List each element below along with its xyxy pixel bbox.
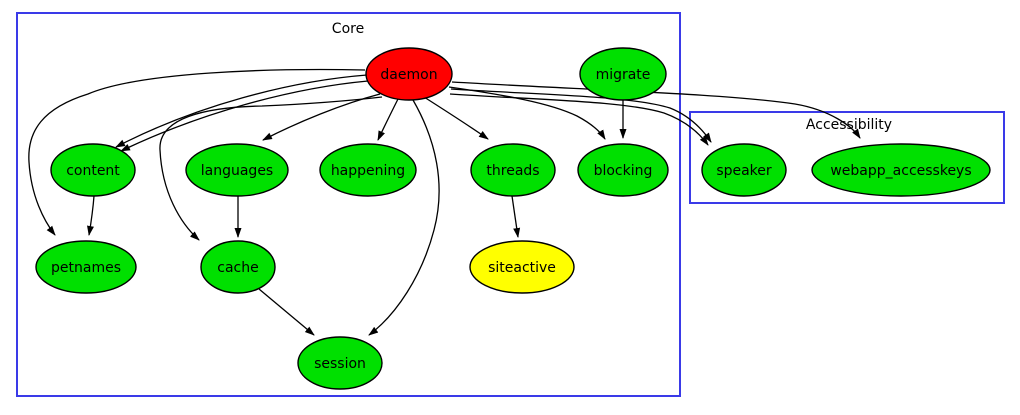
- node-cache-label: cache: [217, 260, 258, 276]
- node-siteactive-ellipse: [469, 240, 575, 294]
- node-cache: cache: [200, 240, 276, 294]
- edge-daemon-threads: [423, 96, 489, 140]
- edge-cache-session: [258, 288, 315, 336]
- core-cluster-border: [16, 12, 681, 397]
- node-webapp-accesskeys-label: webapp_accesskeys: [830, 163, 971, 179]
- edge-daemon-speaker-2: [450, 88, 712, 143]
- edge-daemon-content-1: [115, 74, 368, 148]
- edge-daemon-happening: [377, 98, 399, 141]
- node-siteactive: siteactive: [469, 240, 575, 294]
- node-content-ellipse: [50, 143, 136, 197]
- node-threads-ellipse: [470, 143, 556, 197]
- node-session-ellipse: [297, 336, 383, 390]
- node-speaker-label: speaker: [716, 163, 772, 179]
- node-daemon-label: daemon: [380, 67, 437, 83]
- node-languages-label: languages: [201, 163, 273, 179]
- core-cluster-label: Core: [332, 21, 364, 37]
- node-blocking-label: blocking: [594, 163, 653, 179]
- edge-daemon-blocking: [448, 86, 606, 140]
- node-speaker-ellipse: [701, 143, 787, 197]
- edge-daemon-petnames: [28, 68, 366, 236]
- node-blocking: blocking: [577, 143, 669, 197]
- node-webapp-accesskeys: webapp_accesskeys: [811, 143, 991, 197]
- node-session-label: session: [314, 356, 366, 372]
- node-petnames-label: petnames: [51, 260, 121, 276]
- node-happening: happening: [319, 143, 417, 197]
- node-siteactive-label: siteactive: [488, 260, 556, 276]
- edge-daemon-speaker-1: [449, 93, 709, 146]
- node-threads: threads: [470, 143, 556, 197]
- node-migrate-ellipse: [579, 47, 667, 101]
- node-blocking-ellipse: [577, 143, 669, 197]
- node-daemon-ellipse: [365, 47, 453, 101]
- node-petnames: petnames: [35, 240, 137, 294]
- node-session: session: [297, 336, 383, 390]
- node-languages-ellipse: [185, 143, 289, 197]
- node-daemon: daemon: [365, 47, 453, 101]
- node-content: content: [50, 143, 136, 197]
- edge-daemon-webapp-accesskeys: [451, 81, 861, 139]
- edge-daemon-languages: [262, 93, 381, 141]
- node-content-label: content: [66, 163, 120, 179]
- node-webapp-accesskeys-ellipse: [811, 143, 991, 197]
- node-cache-ellipse: [200, 240, 276, 294]
- node-speaker: speaker: [701, 143, 787, 197]
- accessibility-cluster-border: [689, 111, 1005, 204]
- node-migrate-label: migrate: [596, 67, 651, 83]
- edge-threads-siteactive: [511, 195, 521, 238]
- edge-content-petnames: [87, 195, 95, 236]
- edge-daemon-cache: [159, 96, 383, 241]
- edge-daemon-content-2: [120, 80, 369, 152]
- node-petnames-ellipse: [35, 240, 137, 294]
- node-happening-ellipse: [319, 143, 417, 197]
- edge-daemon-session: [368, 99, 440, 336]
- node-threads-label: threads: [486, 163, 539, 179]
- node-happening-label: happening: [331, 163, 405, 179]
- node-languages: languages: [185, 143, 289, 197]
- accessibility-cluster-label: Accessibility: [806, 117, 892, 133]
- node-migrate: migrate: [579, 47, 667, 101]
